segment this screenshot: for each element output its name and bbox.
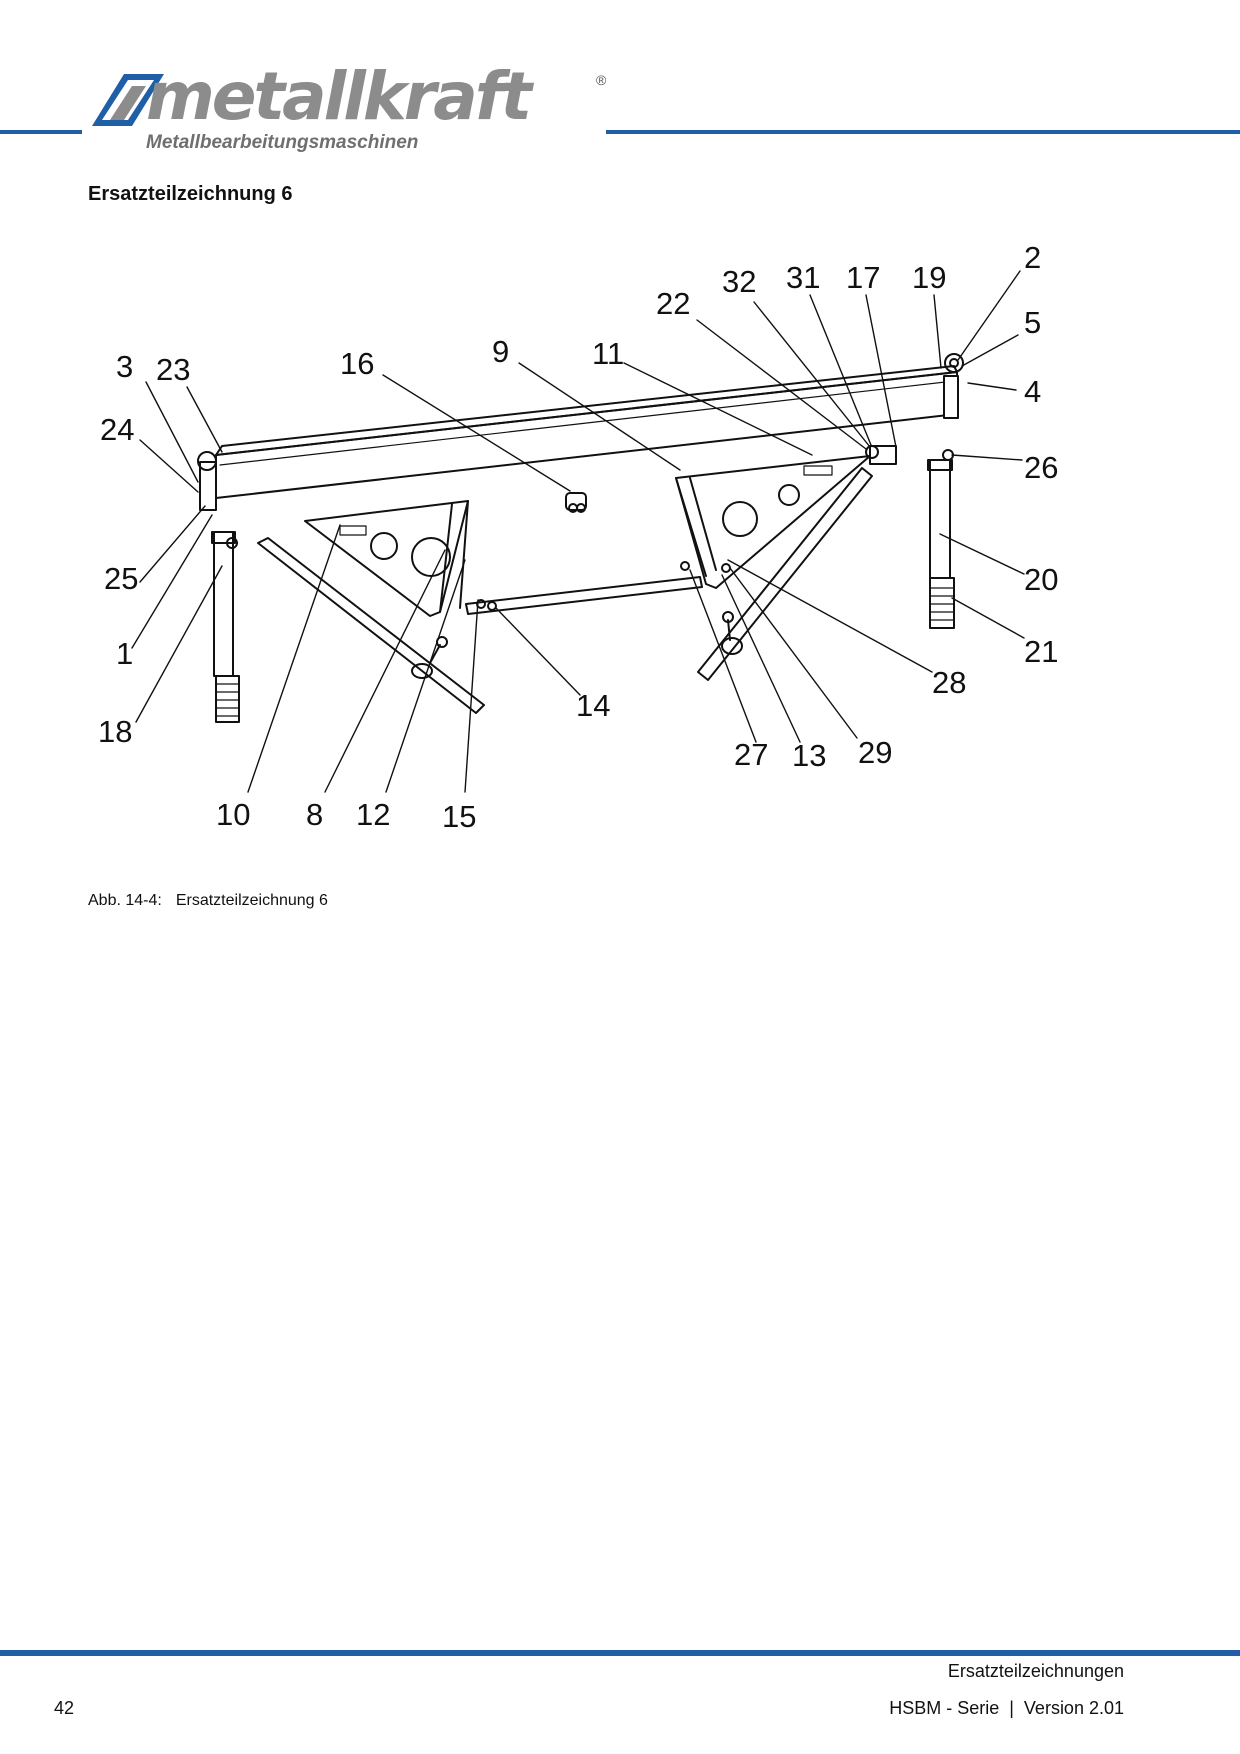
brand-name: metallkraft: [146, 58, 532, 135]
callout-14: 14: [576, 688, 610, 723]
spare-parts-drawing: 3 23 24 25 1 18 10 8 12 15 16 9 11 14 27…: [98, 240, 1058, 834]
callout-22: 22: [656, 286, 690, 321]
callout-17: 17: [846, 260, 880, 295]
callout-15: 15: [442, 799, 476, 834]
figure-caption: Abb. 14-4: Ersatzteilzeichnung 6: [88, 892, 328, 910]
callout-32: 32: [722, 264, 756, 299]
callout-16: 16: [340, 346, 374, 381]
callout-10: 10: [216, 797, 250, 832]
callout-12: 12: [356, 797, 390, 832]
callout-31: 31: [786, 260, 820, 295]
footer-section-name: Ersatzteilzeichnungen: [947, 1661, 1124, 1681]
callout-27: 27: [734, 737, 768, 772]
callout-1: 1: [116, 636, 133, 671]
header-rule-left: [0, 130, 82, 134]
callout-5: 5: [1024, 305, 1041, 340]
callout-9: 9: [492, 334, 509, 369]
callout-24: 24: [100, 412, 134, 447]
brand-tagline: Metallbearbeitungsmaschinen: [146, 132, 419, 153]
section-title: Ersatzteilzeichnung 6: [88, 183, 293, 205]
callout-20: 20: [1024, 562, 1058, 597]
callout-leaders: [131, 270, 1025, 793]
header-rule-right: [606, 130, 1240, 134]
callout-13: 13: [792, 738, 826, 773]
logo-mark-icon: [92, 74, 164, 126]
callout-19: 19: [912, 260, 946, 295]
callout-26: 26: [1024, 450, 1058, 485]
callout-numbers: 3 23 24 25 1 18 10 8 12 15 16 9 11 14 27…: [98, 240, 1058, 834]
registered-mark: ®: [596, 72, 607, 88]
callout-28: 28: [932, 665, 966, 700]
machine-illustration: [197, 353, 964, 723]
callout-3: 4: [1024, 374, 1041, 409]
callout-18: 18: [98, 714, 132, 749]
figure-caption-text: Ersatzteilzeichnung 6: [175, 892, 328, 909]
callout-23: 23: [156, 352, 190, 387]
callout-8: 8: [306, 797, 323, 832]
figure-caption-label: Abb. 14-4:: [88, 892, 162, 909]
callout-4: 3: [116, 349, 133, 384]
footer-rule: [0, 1650, 1240, 1656]
callout-29: 29: [858, 735, 892, 770]
footer-series-version: HSBM - Serie | Version 2.01: [889, 1698, 1124, 1718]
callout-11: 11: [592, 336, 624, 371]
page-number: 42: [54, 1698, 75, 1718]
callout-21: 21: [1024, 634, 1058, 669]
brand-logo: metallkraft ® Metallbearbeitungsmaschine…: [88, 64, 608, 154]
callout-25: 25: [104, 561, 138, 596]
callout-2: 2: [1024, 240, 1041, 275]
